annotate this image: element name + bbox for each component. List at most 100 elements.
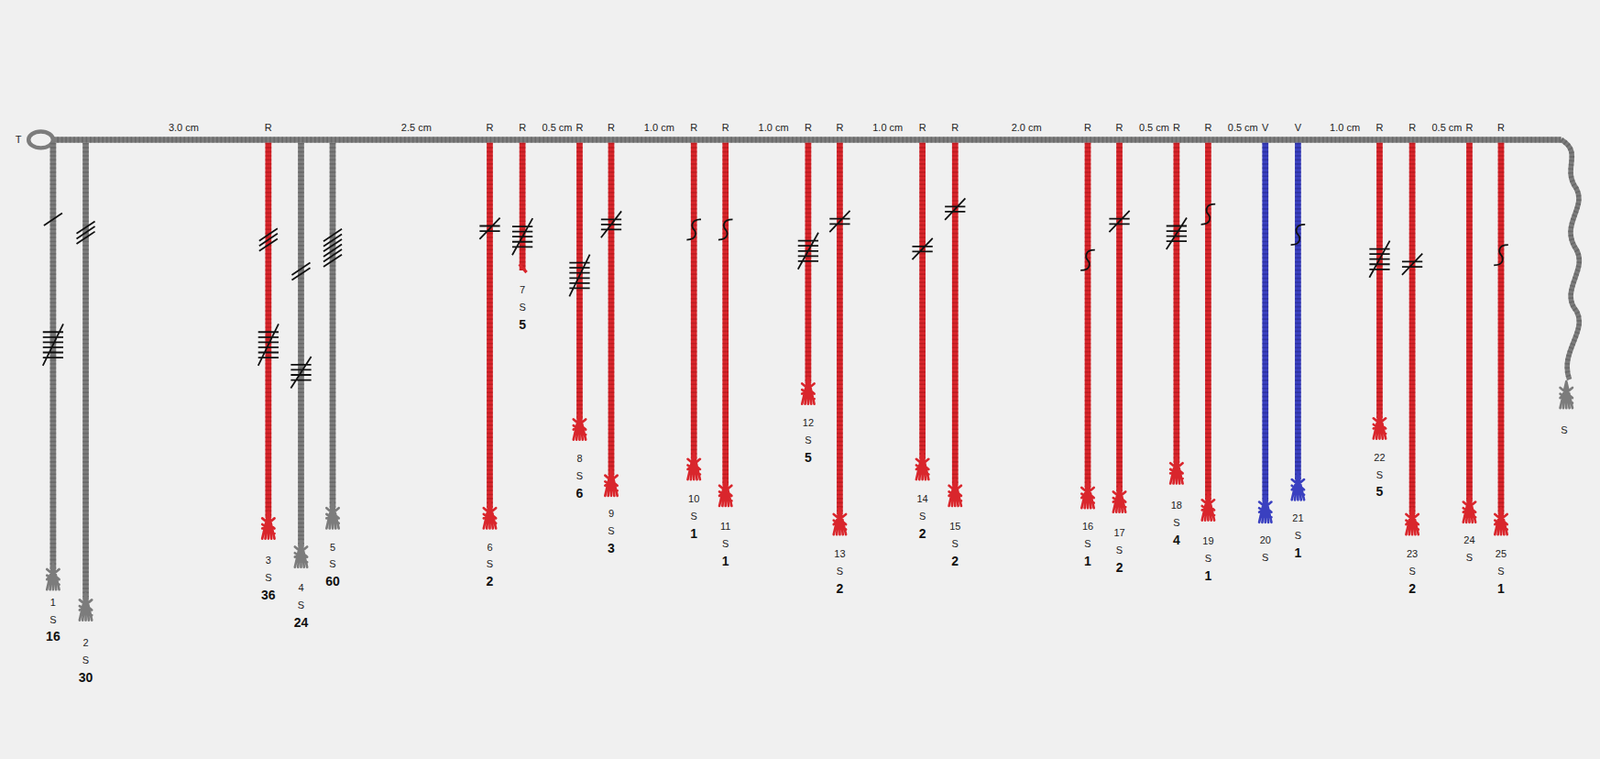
pendant-cord-twist — [952, 142, 959, 486]
cord-end-tassel — [326, 502, 339, 529]
pendant-cord — [486, 142, 494, 508]
cord-type: S — [722, 538, 729, 549]
top-label: R — [1375, 122, 1383, 133]
knot-mark — [291, 263, 310, 281]
cord-end-tassel — [1373, 412, 1386, 439]
knot-mark — [258, 323, 279, 366]
pendant-cord-twist — [1205, 142, 1212, 501]
knot-mark — [43, 323, 64, 366]
cord-type: S — [1466, 551, 1473, 562]
pendant-cord-twist — [690, 142, 698, 460]
cord-number: 14 — [916, 493, 928, 505]
pendant-cord-twist — [1376, 142, 1383, 418]
cord-number: 12 — [802, 416, 814, 428]
cord-type: S — [328, 558, 336, 570]
pendant-cord — [1084, 142, 1092, 488]
cord-end-tassel — [949, 479, 962, 506]
cord-value: 2 — [951, 554, 959, 568]
cord-type: S — [919, 511, 926, 522]
knot-mark — [512, 218, 533, 255]
pendant-cord-twist — [265, 142, 273, 519]
pendant-cord — [836, 142, 844, 515]
primary-cord-end-twist — [1561, 139, 1580, 380]
top-label: R — [486, 122, 494, 133]
pendant-cord — [919, 142, 926, 460]
cord-type: S — [1560, 424, 1568, 435]
pendant-cord-twist — [519, 142, 527, 271]
pendant-cord — [50, 142, 57, 570]
cord-end-tassel — [801, 377, 814, 405]
knot-mark — [1402, 253, 1423, 275]
cord-number: 3 — [265, 554, 272, 565]
pendant-cord — [805, 142, 812, 384]
pendant-cord-twist — [1173, 142, 1181, 463]
knot-mark — [43, 213, 63, 226]
pendant-cord — [1294, 142, 1302, 480]
cord-number: 20 — [1260, 534, 1272, 545]
knot-mark — [1201, 204, 1217, 225]
cord-type: S — [1294, 530, 1302, 541]
pendant-cord-twist — [1261, 142, 1269, 503]
knot-mark — [944, 197, 965, 220]
cord-value: 1 — [1084, 554, 1092, 568]
cord-value: 5 — [518, 317, 527, 331]
pendant-cord — [1261, 142, 1269, 503]
pendant-cord-twist — [486, 142, 494, 508]
primary-cord-end — [1561, 139, 1580, 380]
pendant-cord — [1466, 142, 1473, 503]
cord-end-tassel — [1494, 507, 1507, 535]
cord-end — [519, 263, 527, 273]
top-label: R — [1408, 122, 1416, 133]
pendant-cord — [608, 142, 615, 476]
cord-end-tassel — [1259, 495, 1272, 523]
pendant-cord — [1116, 142, 1123, 493]
pendant-cord-twist — [50, 142, 57, 570]
pendant-cord — [265, 142, 273, 519]
cord-end-tassel — [573, 413, 586, 440]
cord-end-tassel — [1170, 457, 1183, 484]
knot-mark — [76, 221, 96, 244]
top-marker: T — [15, 134, 22, 145]
cord-end-tassel — [1292, 472, 1305, 500]
top-label: R — [1204, 122, 1212, 133]
cord-number: 10 — [688, 493, 700, 505]
knot-mark — [479, 218, 500, 240]
cord-end-tassel — [833, 507, 846, 535]
cord-number: 21 — [1292, 513, 1304, 524]
cord-end-tassel — [1560, 381, 1573, 408]
cord-type: S — [576, 470, 583, 481]
top-label: V — [1294, 122, 1302, 133]
cord-number: 13 — [833, 548, 845, 559]
cord-number: 16 — [1082, 521, 1094, 532]
knot-mark — [686, 219, 702, 240]
cord-number: 5 — [329, 541, 336, 552]
cord-value: 2 — [836, 581, 844, 595]
cord-value: 30 — [78, 670, 94, 684]
cord-value: 2 — [919, 526, 927, 540]
pendant-cord-twist — [82, 142, 89, 601]
top-label: R — [919, 122, 927, 133]
cord-number: 23 — [1406, 548, 1418, 559]
knot-mark — [911, 238, 932, 260]
top-label: R — [264, 122, 273, 133]
pendant-cord-twist — [1466, 142, 1473, 503]
pendant-cord-twist — [1116, 142, 1123, 493]
knot-mark — [798, 232, 819, 270]
top-label: 0.5 cm — [1139, 122, 1170, 133]
pendant-cord — [297, 142, 305, 548]
cord-value: 16 — [45, 629, 61, 643]
primary-cord-twist — [53, 136, 1562, 143]
knot-mark — [1166, 218, 1187, 250]
cord-end-tassel — [604, 469, 617, 496]
pendant-cord — [722, 142, 729, 486]
top-label: 1.0 cm — [758, 122, 790, 133]
knot-mark — [1369, 241, 1390, 278]
pendant-cord-twist — [1294, 142, 1302, 480]
cord-type: S — [1172, 516, 1180, 527]
top-label: 1.0 cm — [644, 122, 675, 133]
cord-number: 18 — [1171, 499, 1183, 510]
pendant-cord-twist — [329, 142, 337, 508]
knot-mark — [1080, 250, 1096, 271]
cord-type: S — [297, 599, 305, 610]
